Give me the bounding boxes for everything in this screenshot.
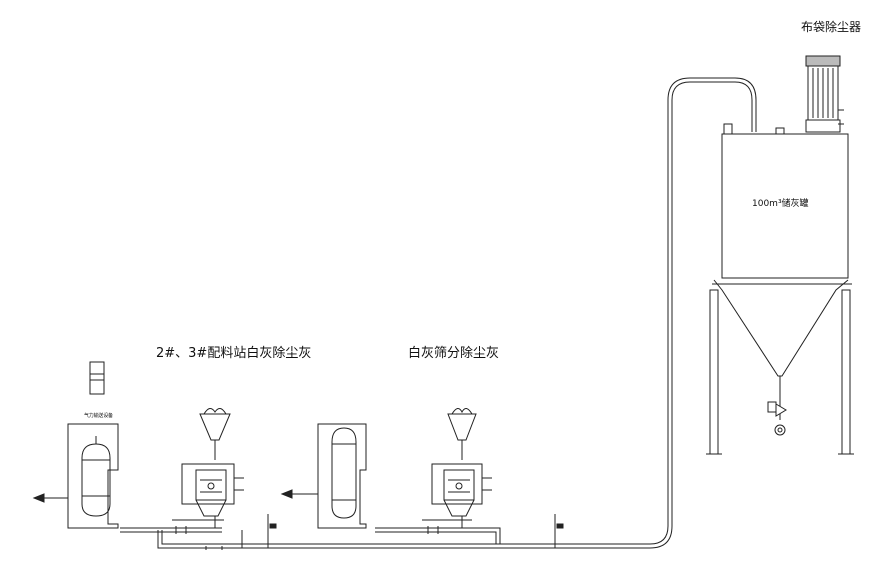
- baghouse-filter: [806, 56, 844, 132]
- middle-conveyor-vessel-2: [282, 424, 366, 528]
- baghouse-label: 布袋除尘器: [800, 20, 861, 34]
- conveying-pipeline: [120, 78, 756, 548]
- left-feed-hopper-1: [172, 408, 244, 528]
- group-1-label: 2#、3#配料站白灰除尘灰: [156, 346, 312, 361]
- silo-label: 100m³储灰罐: [752, 199, 809, 209]
- left-conveyor-vessel-1: [34, 362, 118, 528]
- pipeline-fittings: [176, 524, 563, 550]
- middle-feed-hopper-2: [422, 408, 492, 528]
- group-2-label: 白灰筛分除尘灰: [408, 346, 500, 361]
- small-equipment-tag: 气力输送设备: [84, 413, 113, 419]
- storage-silo: [706, 124, 854, 454]
